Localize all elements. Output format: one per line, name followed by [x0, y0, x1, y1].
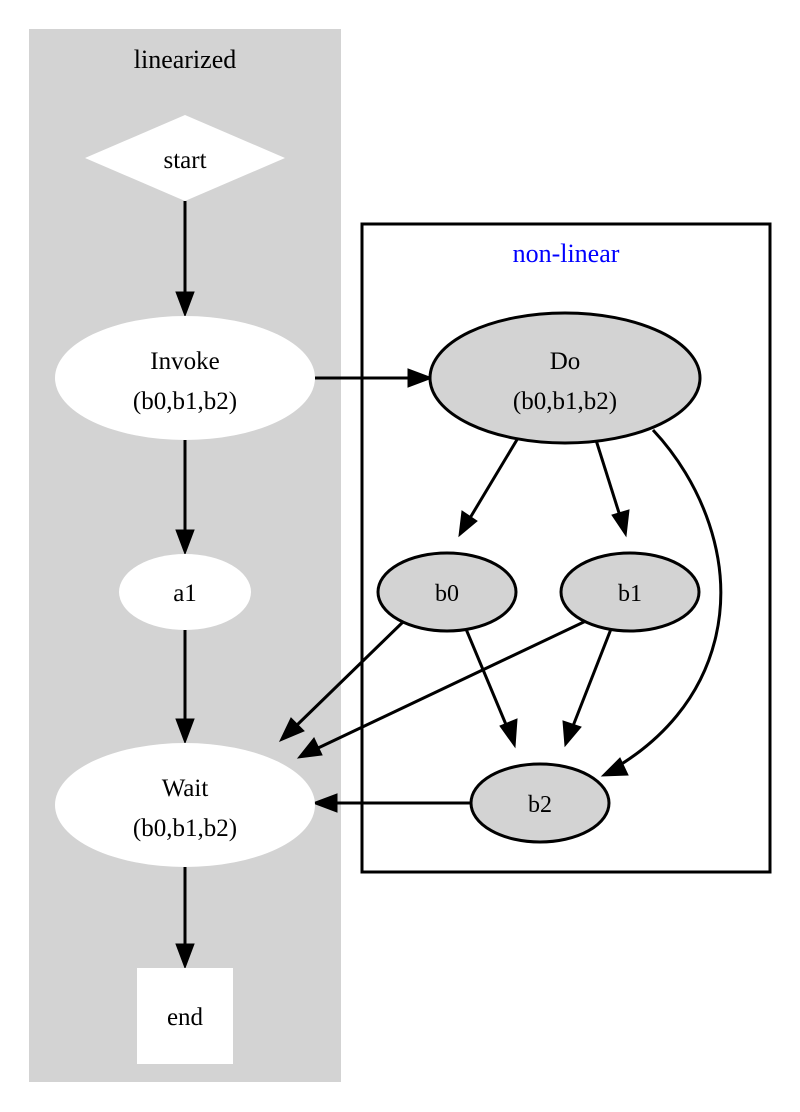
- node-end-label: end: [167, 1004, 204, 1031]
- edge-do-b1-arrowhead: [611, 509, 630, 538]
- node-b1[interactable]: b1: [559, 551, 701, 633]
- node-b0-label: b0: [435, 581, 459, 607]
- node-b0[interactable]: b0: [376, 551, 518, 633]
- node-b2-label: b2: [528, 792, 552, 818]
- edge-b0-wait: [278, 618, 407, 742]
- edge-start-invoke: [175, 201, 195, 318]
- edge-b1-b2-arrowhead: [562, 720, 582, 748]
- edge-do-b1-line: [594, 439, 622, 517]
- node-do[interactable]: Do (b0,b1,b2): [428, 311, 702, 445]
- node-start-shape[interactable]: [85, 115, 285, 201]
- node-do-shape[interactable]: [428, 311, 702, 445]
- node-wait[interactable]: Wait (b0,b1,b2): [55, 743, 315, 867]
- edge-b0-wait-arrowhead: [278, 717, 305, 742]
- node-invoke-label-line2: (b0,b1,b2): [133, 388, 237, 415]
- node-start-label: start: [163, 147, 206, 174]
- node-a1-shape[interactable]: [119, 554, 251, 630]
- edge-b0-b2: [464, 628, 518, 749]
- node-b2-shape[interactable]: [469, 762, 611, 844]
- edge-b1-wait-arrowhead: [296, 737, 323, 759]
- node-a1[interactable]: a1: [119, 554, 251, 630]
- node-do-label-line2: (b0,b1,b2): [513, 388, 617, 415]
- node-do-label-line1: Do: [550, 348, 581, 375]
- edge-b1-wait-line: [315, 618, 589, 751]
- edge-wait-end: [175, 867, 195, 970]
- node-b1-shape[interactable]: [559, 551, 701, 633]
- node-invoke[interactable]: Invoke (b0,b1,b2): [55, 316, 315, 440]
- edge-do-b0-arrowhead: [458, 510, 478, 538]
- edge-start-invoke-arrowhead: [175, 291, 195, 318]
- node-wait-label-line1: Wait: [162, 775, 209, 802]
- edge-b0-b2-line: [464, 628, 509, 728]
- edge-invoke-do: [315, 368, 434, 388]
- edge-invoke-a1: [175, 440, 195, 556]
- cluster-linearized-label: linearized: [134, 45, 237, 74]
- edge-invoke-do-arrowhead: [407, 368, 434, 388]
- edge-do-b2-line: [619, 428, 723, 767]
- edge-do-b1: [594, 439, 630, 538]
- node-wait-shape[interactable]: [55, 743, 315, 867]
- node-b2[interactable]: b2: [469, 762, 611, 844]
- edge-do-b0-line: [468, 437, 520, 519]
- edge-invoke-a1-arrowhead: [175, 529, 195, 556]
- node-end-shape[interactable]: [137, 968, 233, 1064]
- node-wait-label-line2: (b0,b1,b2): [133, 815, 237, 842]
- edge-b0-wait-line: [293, 618, 407, 729]
- cluster-non-linear: non-linear: [360, 222, 772, 874]
- node-b0-shape[interactable]: [376, 551, 518, 633]
- nodes-layer: start Invoke (b0,b1,b2) a1 Wait (b0,b1,b…: [55, 115, 702, 1064]
- edge-b2-wait: [311, 793, 471, 813]
- node-invoke-shape[interactable]: [55, 316, 315, 440]
- edge-a1-wait: [175, 630, 195, 745]
- edge-do-b2: [600, 428, 723, 777]
- edge-b2-wait-arrowhead: [311, 793, 338, 813]
- edge-b1-b2-line: [571, 628, 613, 727]
- node-invoke-label-line1: Invoke: [150, 348, 219, 375]
- node-a1-label: a1: [173, 580, 197, 607]
- edge-wait-end-arrowhead: [175, 943, 195, 970]
- edges-layer: [175, 201, 723, 970]
- node-start[interactable]: start: [85, 115, 285, 201]
- node-b1-label: b1: [618, 581, 642, 607]
- edge-b1-wait: [296, 618, 589, 759]
- edge-b1-b2: [562, 628, 613, 748]
- node-end[interactable]: end: [137, 968, 233, 1064]
- edge-a1-wait-arrowhead: [175, 718, 195, 745]
- cluster-non-linear-label: non-linear: [513, 239, 620, 268]
- edge-b0-b2-arrowhead: [499, 718, 518, 749]
- edge-do-b0: [458, 437, 520, 538]
- edge-do-b2-arrowhead: [600, 757, 629, 777]
